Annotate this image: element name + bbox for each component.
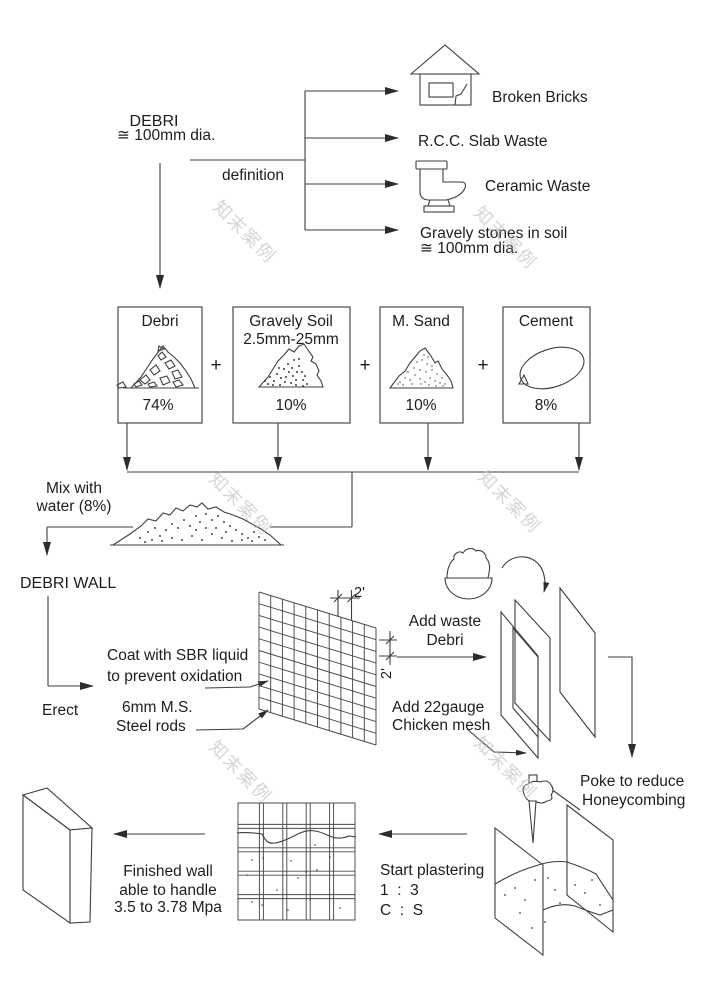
watermark: 知末案例	[474, 467, 545, 538]
mesh-dim-side-label: 2'	[379, 668, 395, 679]
poke-note-2: Honeycombing	[582, 792, 685, 809]
debri-wall-title: DEBRI WALL	[20, 575, 116, 592]
branch-ceramic-waste: Ceramic Waste	[485, 178, 590, 195]
panel-back	[514, 598, 551, 743]
branch-rcc-slab-waste: R.C.C. Slab Waste	[418, 133, 548, 150]
house-icon	[409, 44, 481, 106]
box-gravely-percent: 10%	[275, 397, 306, 414]
debris-scoop-icon	[444, 548, 493, 600]
coat-note-2: to prevent oxidation	[107, 668, 242, 685]
rods-note-2: Steel rods	[116, 718, 186, 735]
box-debri-percent: 74%	[142, 397, 173, 414]
mix-box-gravely-soil	[232, 306, 351, 424]
coat-note-1: Coat with SBR liquid	[107, 647, 248, 664]
box-gravely-title: Gravely Soil	[249, 313, 333, 330]
add-mesh-note-1: Add 22gauge	[392, 699, 484, 716]
sand-pile-icon	[388, 347, 454, 389]
poke-form	[494, 803, 614, 957]
form-panel-right	[566, 803, 614, 934]
debri-source-title: DEBRI	[130, 113, 179, 130]
add-waste-note-1: Add waste	[409, 613, 481, 630]
plaster-note-2: 1 : 3	[380, 882, 419, 899]
steel-mesh-grid	[258, 591, 377, 746]
mix-box-cement	[502, 306, 591, 424]
form-panel-left	[494, 826, 544, 957]
finish-note-3: 3.5 to 3.78 Mpa	[114, 899, 222, 916]
mix-pile-icon	[110, 502, 284, 546]
box-msand-percent: 10%	[405, 397, 436, 414]
flow-connectors	[43, 87, 636, 838]
formwork-panels	[500, 586, 596, 760]
branch-gravely-stones: Gravely stones in soil	[420, 225, 567, 242]
watermark: 知末案例	[470, 733, 541, 804]
mesh-dim-top-label: 2'	[354, 585, 365, 601]
plus-sign: +	[210, 355, 221, 376]
erect-label: Erect	[42, 702, 79, 719]
definition-label: definition	[222, 167, 284, 184]
rubble-pile-icon	[116, 345, 184, 389]
panel-front	[500, 610, 539, 760]
box-debri-title: Debri	[141, 313, 178, 330]
plus-sign: +	[477, 355, 488, 376]
plaster-level-line	[236, 830, 357, 844]
finished-wall-icon	[21, 787, 94, 925]
finish-note-2: able to handle	[119, 882, 216, 899]
cement-bag-icon	[519, 346, 585, 390]
watermark: 知末案例	[205, 737, 276, 808]
branch-broken-bricks: Broken Bricks	[492, 89, 588, 106]
mix-box-debri	[116, 306, 203, 424]
hand-spike-icon	[522, 774, 554, 844]
box-gravely-subtitle: 2.5mm-25mm	[243, 331, 339, 348]
mix-water-note-1: Mix with	[46, 480, 102, 497]
mesh-dimension-top	[330, 590, 360, 620]
plus-sign: +	[359, 355, 370, 376]
plaster-note-1: Start plastering	[380, 862, 484, 879]
mesh-dimension-side	[379, 631, 397, 665]
finish-note-1: Finished wall	[123, 863, 213, 880]
toilet-icon	[415, 160, 467, 213]
chicken-mesh-panel	[512, 626, 539, 739]
add-waste-note-2: Debri	[426, 632, 463, 649]
mix-box-m-sand	[379, 306, 464, 424]
box-msand-title: M. Sand	[392, 313, 450, 330]
mix-water-note-2: water (8%)	[36, 498, 112, 515]
branch-gravely-stones-size: ≅ 100mm dia.	[420, 240, 518, 257]
add-mesh-note-2: Chicken mesh	[392, 717, 490, 734]
plastered-wall	[236, 802, 357, 921]
debri-source-size: ≅ 100mm dia.	[117, 127, 215, 144]
plaster-note-3: C : S	[380, 902, 423, 919]
gravel-pile-icon	[257, 343, 324, 388]
panel-right	[559, 586, 596, 739]
watermark: 知末案例	[209, 197, 280, 268]
box-cement-percent: 8%	[535, 397, 558, 414]
box-cement-title: Cement	[519, 313, 574, 330]
poke-note-1: Poke to reduce	[580, 773, 684, 790]
rods-note-1: 6mm M.S.	[122, 699, 193, 716]
